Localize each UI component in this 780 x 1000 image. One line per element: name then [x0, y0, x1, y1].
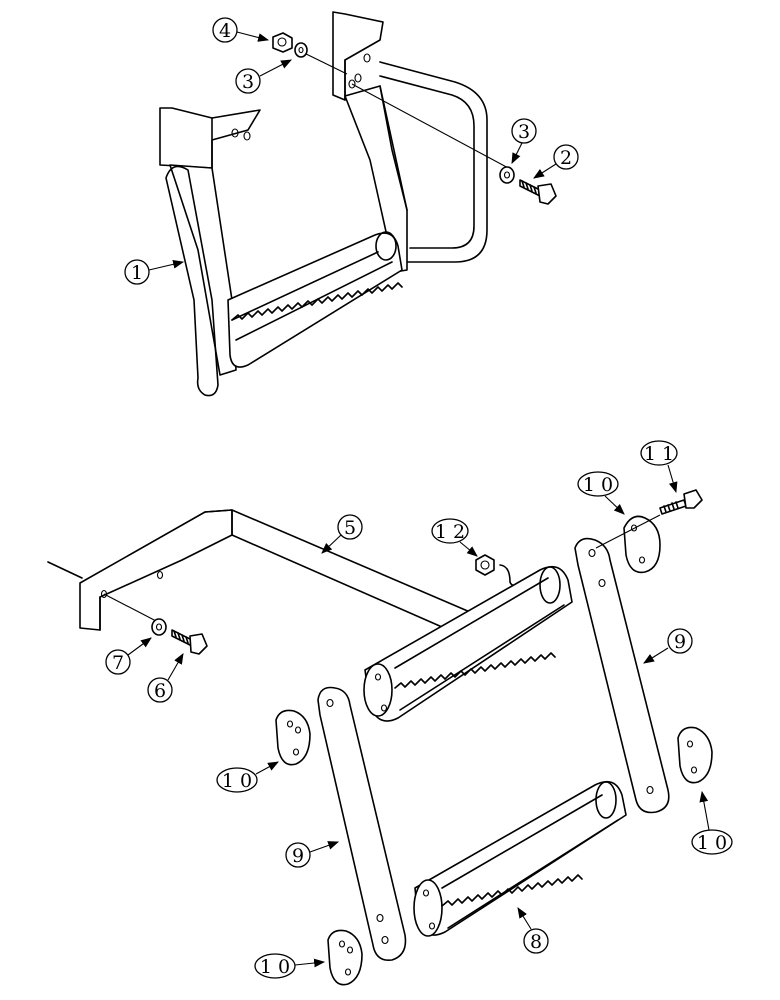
- callout-1-label: 1: [131, 262, 143, 284]
- callout-7: 7: [105, 637, 152, 675]
- callout-7-label: 7: [112, 652, 124, 674]
- end-cap-10b: [677, 726, 713, 784]
- callout-10d: 1 0: [254, 953, 326, 979]
- callout-1: 1: [124, 259, 185, 285]
- callout-3b-label: 3: [518, 121, 530, 143]
- end-cap-10a: [623, 515, 661, 574]
- callout-4: 4: [212, 17, 270, 43]
- end-cap-10c: [275, 709, 311, 766]
- washer-3b: [499, 166, 515, 184]
- callout-12-label: 1 2: [435, 521, 465, 543]
- nut-12: [475, 554, 495, 576]
- callout-3a: 3: [235, 59, 292, 94]
- callout-10c: 1 0: [216, 761, 279, 793]
- callout-4-label: 4: [219, 20, 231, 42]
- callout-10d-label: 1 0: [260, 956, 290, 978]
- callout-9a-label: 9: [674, 631, 686, 653]
- callout-10c-label: 1 0: [222, 770, 252, 792]
- left-mount-plate: [159, 107, 261, 169]
- callout-9a: 9: [643, 628, 693, 664]
- ladder-lower-tread-8: [413, 780, 627, 937]
- side-rail-9-right: [574, 537, 670, 814]
- step-assembly-top: [159, 11, 557, 397]
- side-rail-9-left: [317, 686, 407, 962]
- callout-8: 8: [517, 907, 549, 954]
- callouts: 1 2 3 3 4 5: [105, 17, 733, 979]
- callout-9b-label: 9: [292, 845, 304, 867]
- callout-8-label: 8: [530, 931, 542, 953]
- right-mount-plate: [332, 11, 384, 101]
- callout-10b-label: 1 0: [697, 832, 727, 854]
- callout-2-label: 2: [560, 147, 572, 169]
- ladder-upper-tread: [363, 565, 573, 722]
- callout-5: 5: [321, 514, 363, 554]
- bracket-5: [79, 509, 471, 653]
- callout-6: 6: [147, 653, 184, 703]
- callout-9b: 9: [285, 841, 340, 868]
- callout-10a: 1 0: [577, 471, 625, 515]
- callout-12: 1 2: [431, 518, 478, 557]
- end-cap-10d: [327, 929, 363, 986]
- callout-10a-label: 1 0: [583, 474, 613, 496]
- callout-10b: 1 0: [691, 790, 733, 855]
- callout-3a-label: 3: [242, 71, 254, 93]
- callout-5-label: 5: [344, 517, 356, 539]
- callout-2: 2: [533, 144, 579, 179]
- callout-11-label: 1 1: [644, 443, 674, 465]
- bolt-6: [171, 629, 208, 655]
- washer-3a: [294, 42, 308, 58]
- callout-11: 1 1: [640, 440, 678, 494]
- nut-4: [272, 32, 293, 53]
- bolt-2: [519, 179, 557, 205]
- step-assembly-bottom: [47, 489, 713, 986]
- bolt-11: [659, 489, 703, 515]
- callout-6-label: 6: [154, 680, 166, 702]
- callout-3b: 3: [511, 118, 537, 164]
- washer-7: [151, 618, 167, 636]
